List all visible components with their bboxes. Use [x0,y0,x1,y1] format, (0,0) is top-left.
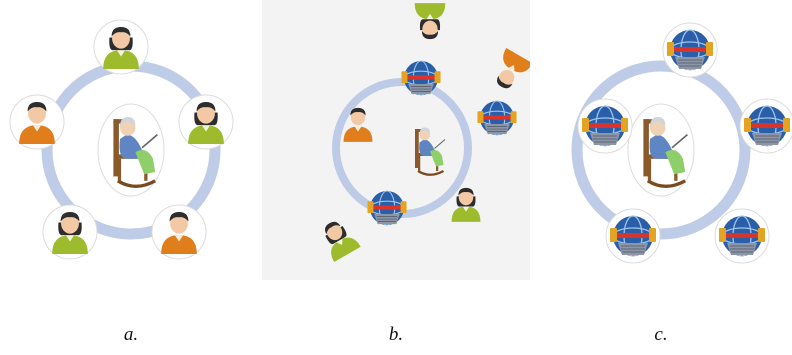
grandmother-center [627,103,695,197]
node-woman-green [93,19,149,75]
caption-a: a. [123,324,139,345]
node-robot-globe [605,208,661,264]
node-woman-green [451,187,481,222]
detached-man-orange [497,47,530,89]
grandmother-center [97,103,165,197]
node-man-orange [343,107,373,142]
node-man-orange [151,204,207,260]
caption-c: c. [654,324,668,345]
panel-c [530,0,792,280]
grandmother-center [415,127,446,176]
ring [332,78,472,218]
node-robot-globe [477,100,517,136]
panel-b [262,0,530,280]
node-woman-green [178,94,234,150]
node-woman-green [42,204,98,260]
node-robot-globe [577,98,633,154]
node-robot-globe [401,60,441,96]
node-man-orange [9,94,65,150]
panel-a [0,0,262,280]
caption-b: b. [388,324,404,345]
node-robot-globe [367,190,407,226]
detached-woman-green [325,221,361,263]
node-robot-globe [714,208,770,264]
node-robot-globe [739,98,792,154]
detached-woman-green [414,3,446,40]
node-robot-globe [662,22,718,78]
ring [571,60,751,240]
